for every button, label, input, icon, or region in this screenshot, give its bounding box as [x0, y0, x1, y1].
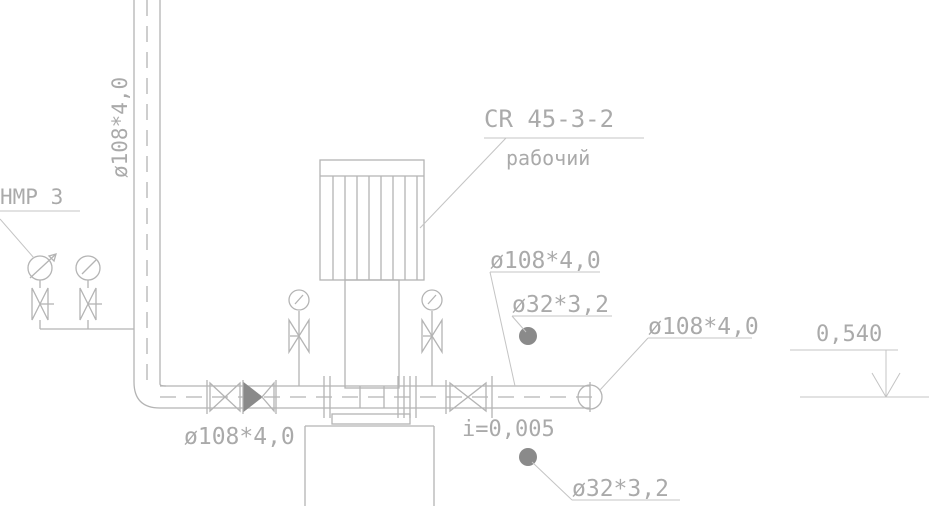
marker-bottom — [519, 448, 537, 466]
check-valve — [243, 380, 277, 414]
discharge-gate-valve — [445, 376, 493, 418]
pump-motor — [319, 159, 425, 281]
suction-pressure-gauge — [288, 289, 310, 386]
pump-foundation — [304, 425, 435, 506]
discharge-pipe-right-label: ø108*4,0 — [648, 314, 759, 340]
riser-pipe-label: ø108*4,0 — [108, 77, 132, 178]
small-pipe-top-label: ø32*3,2 — [512, 292, 609, 318]
riser-pipe — [133, 0, 167, 409]
leader-lines — [0, 137, 752, 501]
header-pipe — [160, 385, 600, 409]
pump-body — [331, 279, 411, 425]
discharge-pressure-gauge — [421, 289, 443, 386]
slope-label: i=0,005 — [462, 417, 555, 442]
small-pipe-bottom-label: ø32*3,2 — [572, 476, 669, 502]
header-flanges — [323, 376, 417, 418]
discharge-pipe-top-label: ø108*4,0 — [490, 248, 601, 274]
left-gauge-pair — [27, 253, 134, 330]
suction-gate-valve — [206, 380, 244, 414]
pipe-end-circle — [577, 382, 603, 412]
level-mark-symbol — [790, 349, 929, 398]
marker-top — [519, 327, 537, 345]
suction-pipe-label: ø108*4,0 — [184, 424, 295, 450]
pump-role-label: рабочий — [506, 146, 590, 170]
pump-model-label: CR 45-3-2 — [484, 105, 614, 133]
gauge-tag-label: НМР 3 — [0, 185, 63, 209]
level-mark-label: 0,540 — [816, 322, 882, 347]
